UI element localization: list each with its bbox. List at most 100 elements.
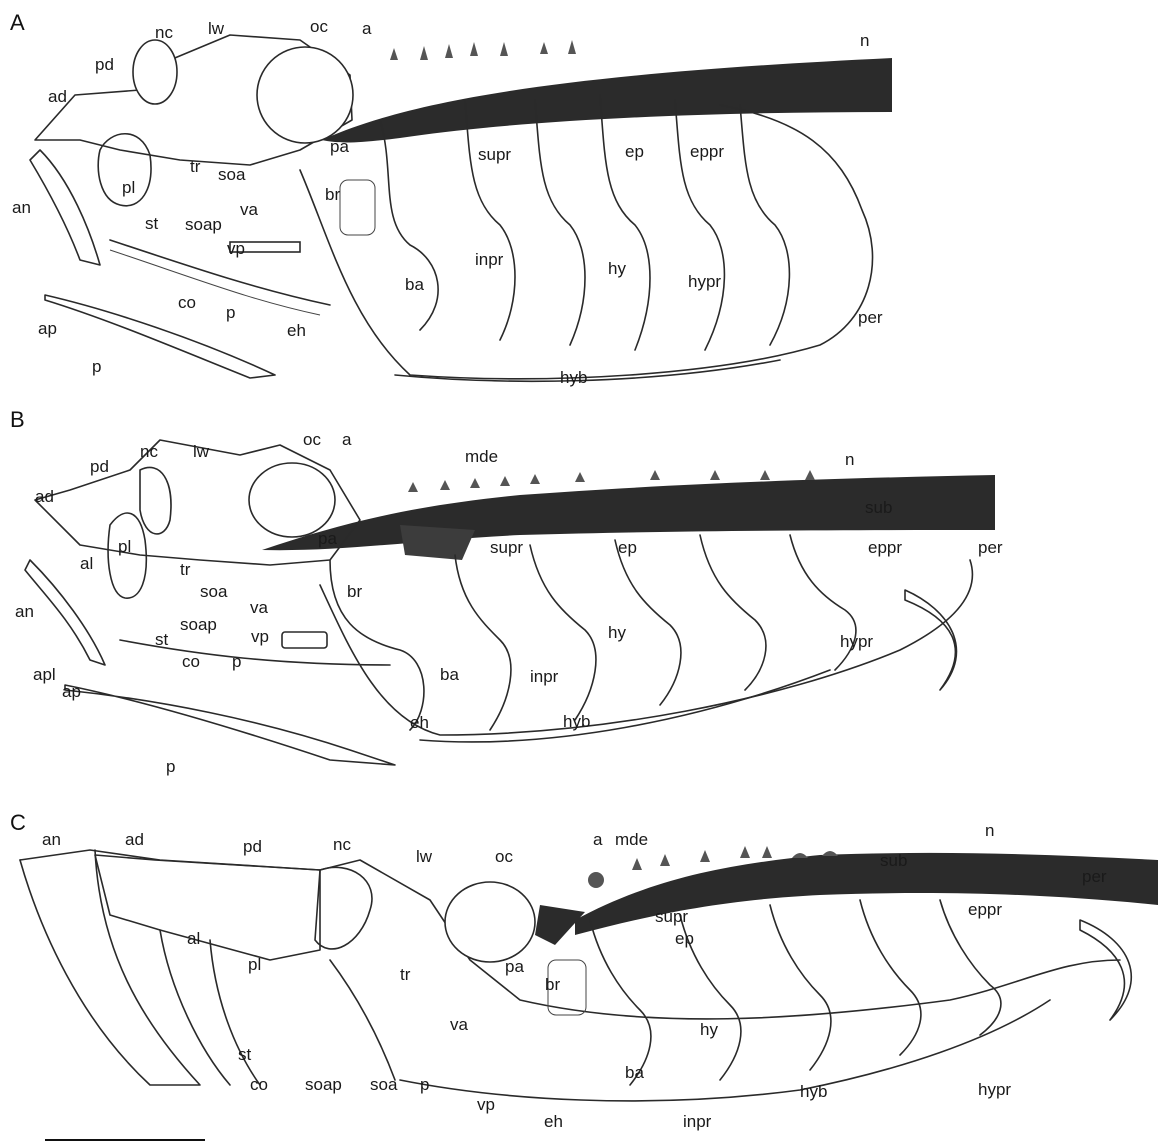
label-a-inpr: inpr [475, 250, 504, 269]
cheek-bar-c [160, 930, 230, 1085]
label-a-lw: lw [208, 19, 225, 38]
arch1-a [380, 120, 438, 330]
pharyngeal-rod-a [45, 295, 275, 378]
label-a-co: co [178, 293, 196, 312]
label-c-soa: soa [370, 1075, 398, 1094]
label-b-lw: lw [193, 442, 210, 461]
label-a-pd: pd [95, 55, 114, 74]
label-b-hy: hy [608, 623, 626, 642]
label-a-hypr: hypr [688, 272, 721, 291]
arch5-c [940, 900, 1001, 1035]
label-c-pa: pa [505, 957, 524, 976]
label-c-hypr: hypr [978, 1080, 1011, 1099]
panel-b-letter: B [10, 407, 25, 432]
pharyngeal-rod-b [65, 685, 395, 765]
label-b-an: an [15, 602, 34, 621]
label-b-pd: pd [90, 457, 109, 476]
panel-c-letter: C [10, 810, 26, 835]
label-a-ep: ep [625, 142, 644, 161]
pericardial-c [1080, 920, 1131, 1020]
label-a-per: per [858, 308, 883, 327]
label-b-st: st [155, 630, 169, 649]
pericardial-b [905, 590, 956, 690]
otic-capsule-c [445, 882, 535, 962]
label-c-ad: ad [125, 830, 144, 849]
label-b-co: co [182, 652, 200, 671]
label-c-p: p [420, 1075, 429, 1094]
dorsal-plate-c [95, 855, 320, 960]
label-b-a: a [342, 430, 352, 449]
label-b-al: al [80, 554, 93, 573]
anterior-a [30, 150, 100, 265]
label-a-br: br [325, 185, 340, 204]
label-a-vp: vp [227, 239, 245, 258]
label-c-tr: tr [400, 965, 411, 984]
label-a-hyb: hyb [560, 368, 587, 387]
label-c-vp: vp [477, 1095, 495, 1114]
arch3-a [535, 100, 585, 345]
label-b-soap: soap [180, 615, 217, 634]
label-b-eppr: eppr [868, 538, 902, 557]
label-c-pl: pl [248, 955, 261, 974]
label-a-hy: hy [608, 259, 626, 278]
label-a-tr: tr [190, 157, 201, 176]
label-a-p2: p [92, 357, 101, 376]
nasal-capsule-c [315, 867, 372, 949]
label-c-an: an [42, 830, 61, 849]
label-b-supr: supr [490, 538, 523, 557]
label-b-apl: apl [33, 665, 56, 684]
label-b-eh: eh [410, 713, 429, 732]
label-c-sub: sub [880, 851, 907, 870]
label-b-vp: vp [251, 627, 269, 646]
label-b-p2: p [166, 757, 175, 776]
label-b-mde: mde [465, 447, 498, 466]
label-b-va: va [250, 598, 269, 617]
panel-a: A nc lw oc a n [10, 10, 892, 387]
arch4-c [860, 900, 921, 1055]
arch3-b [530, 545, 596, 720]
otic-capsule-b [249, 463, 335, 537]
label-a-a: a [362, 19, 372, 38]
label-a-p: p [226, 303, 235, 322]
label-b-br: br [347, 582, 362, 601]
label-b-hypr: hypr [840, 632, 873, 651]
label-b-ad: ad [35, 487, 54, 506]
body-outline-b [320, 560, 972, 735]
branchial-window-a [340, 180, 375, 235]
label-b-sub: sub [865, 498, 892, 517]
panel-a-letter: A [10, 10, 25, 35]
label-a-n: n [860, 31, 869, 50]
label-b-pa: pa [318, 529, 337, 548]
label-a-supr: supr [478, 145, 511, 164]
label-c-inpr: inpr [683, 1112, 712, 1131]
label-b-hyb: hyb [563, 712, 590, 731]
label-a-va: va [240, 200, 259, 219]
label-a-an: an [12, 198, 31, 217]
arch2-a [465, 100, 515, 340]
arch5-a [675, 100, 724, 350]
label-a-ad: ad [48, 87, 67, 106]
notochord-b-block [400, 525, 475, 560]
label-c-oc: oc [495, 847, 513, 866]
label-c-pd: pd [243, 837, 262, 856]
label-a-pa: pa [330, 137, 349, 156]
label-c-ep: ep [675, 929, 694, 948]
label-c-va: va [450, 1015, 469, 1034]
vp-bar-b [282, 632, 327, 648]
label-b-ep: ep [618, 538, 637, 557]
label-b-pl: pl [118, 537, 131, 556]
label-b-nc: nc [140, 442, 158, 461]
label-c-al: al [187, 929, 200, 948]
label-c-eppr: eppr [968, 900, 1002, 919]
label-b-inpr: inpr [530, 667, 559, 686]
otic-capsule-a [257, 47, 353, 143]
label-b-soa: soa [200, 582, 228, 601]
arch4-a [600, 95, 650, 350]
label-c-lw: lw [416, 847, 433, 866]
label-c-hyb: hyb [800, 1082, 827, 1101]
label-a-eppr: eppr [690, 142, 724, 161]
label-b-ba: ba [440, 665, 459, 684]
label-a-ap: ap [38, 319, 57, 338]
anterior-b [25, 560, 105, 665]
label-a-oc: oc [310, 17, 328, 36]
